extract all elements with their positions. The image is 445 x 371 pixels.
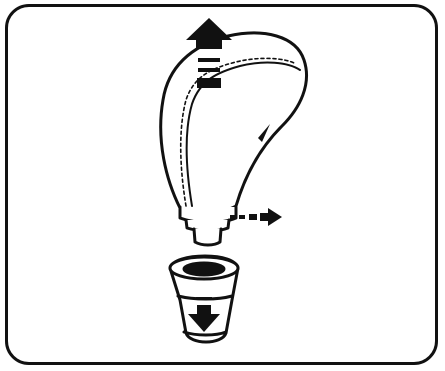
shift-lever-neck (194, 229, 221, 245)
release-arrow-icon (230, 208, 282, 226)
adapter-opening (184, 263, 224, 275)
